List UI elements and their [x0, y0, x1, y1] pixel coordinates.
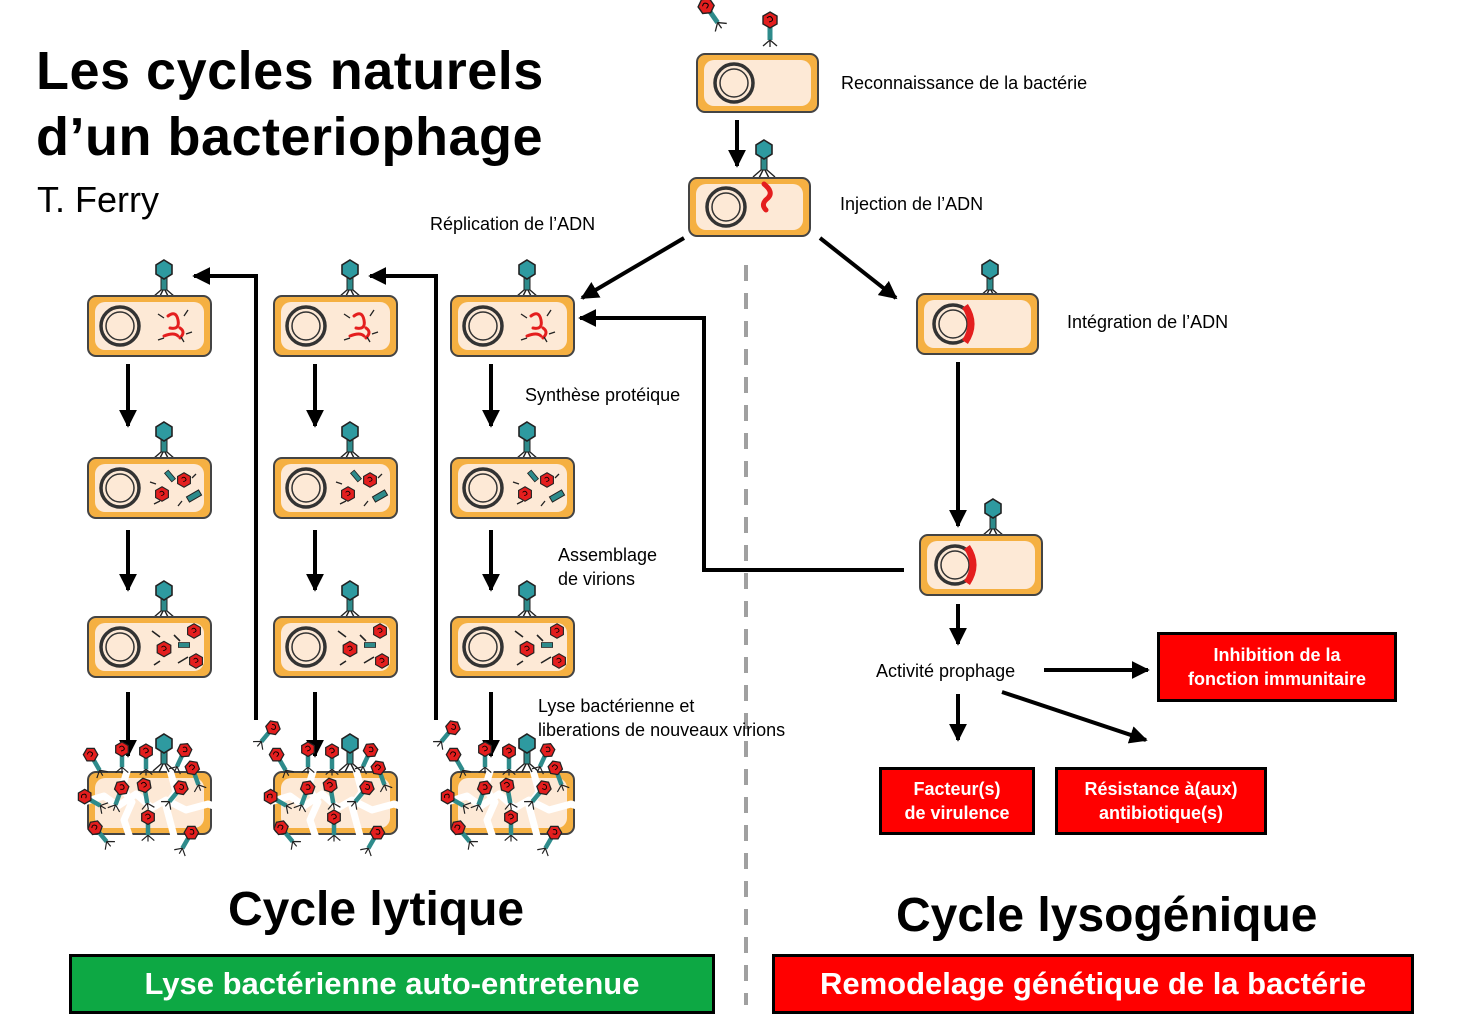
label-replication: Réplication de l’ADN	[430, 214, 596, 234]
label-assembly: Assemblage de virions	[558, 545, 658, 589]
label-injection: Injection de l’ADN	[840, 194, 984, 214]
lytic-cell-synthesis-3	[450, 421, 575, 519]
author: T. Ferry	[37, 179, 159, 220]
arrow-injection-to-integration	[818, 236, 898, 300]
lytic-cell-replication-2	[273, 259, 398, 357]
lytic-cell-lysis-1	[75, 733, 222, 857]
arrow-reinfection-col3	[368, 267, 438, 720]
cell-prophage	[919, 498, 1043, 596]
lytic-cell-assembly-3	[450, 580, 575, 678]
cell-recognition	[696, 0, 819, 113]
arrow-reinfection-col2	[192, 267, 258, 720]
lytic-cells	[75, 259, 585, 857]
page-title: Les cycles naturels d’un bacteriophage	[36, 38, 544, 170]
lytic-cell-lysis-3	[438, 733, 585, 857]
title-line-1: Les cycles naturels	[36, 41, 544, 101]
lytic-cell-lysis-2	[261, 733, 408, 857]
label-protein-synthesis: Synthèse protéique	[525, 385, 681, 405]
lysogenic-cycle-title: Cycle lysogénique	[896, 889, 1318, 942]
cell-injection	[688, 139, 811, 237]
arrow-prophage-to-replication	[578, 309, 904, 572]
outcome-virulence: Facteur(s)de virulence	[879, 767, 1035, 835]
lytic-cell-assembly-2	[273, 580, 398, 678]
lytic-cell-synthesis-1	[87, 421, 212, 519]
lysogenic-banner: Remodelage génétique de la bactérie	[772, 954, 1414, 1014]
label-lysis: Lyse bactérienne et liberations de nouve…	[538, 696, 786, 740]
lytic-cell-synthesis-2	[273, 421, 398, 519]
lytic-cycle-title: Cycle lytique	[228, 883, 525, 936]
outcome-antibiotic-resistance: Résistance à(aux)antibiotique(s)	[1055, 767, 1267, 835]
lytic-cell-replication-1	[87, 259, 212, 357]
arrow-activity-to-resistance	[1001, 690, 1148, 744]
label-prophage-activity: Activité prophage	[876, 661, 1016, 681]
lytic-cell-replication-3	[450, 259, 575, 357]
cell-integration	[916, 259, 1039, 355]
arrow-injection-to-replication	[580, 236, 686, 300]
label-integration: Intégration de l’ADN	[1067, 312, 1229, 332]
title-line-2: d’un bacteriophage	[36, 107, 544, 167]
flow-arrows	[119, 120, 1150, 758]
lytic-cell-assembly-1	[87, 580, 212, 678]
label-recognition: Reconnaissance de la bactérie	[841, 73, 1088, 93]
lytic-banner: Lyse bactérienne auto-entretenue	[69, 954, 715, 1014]
